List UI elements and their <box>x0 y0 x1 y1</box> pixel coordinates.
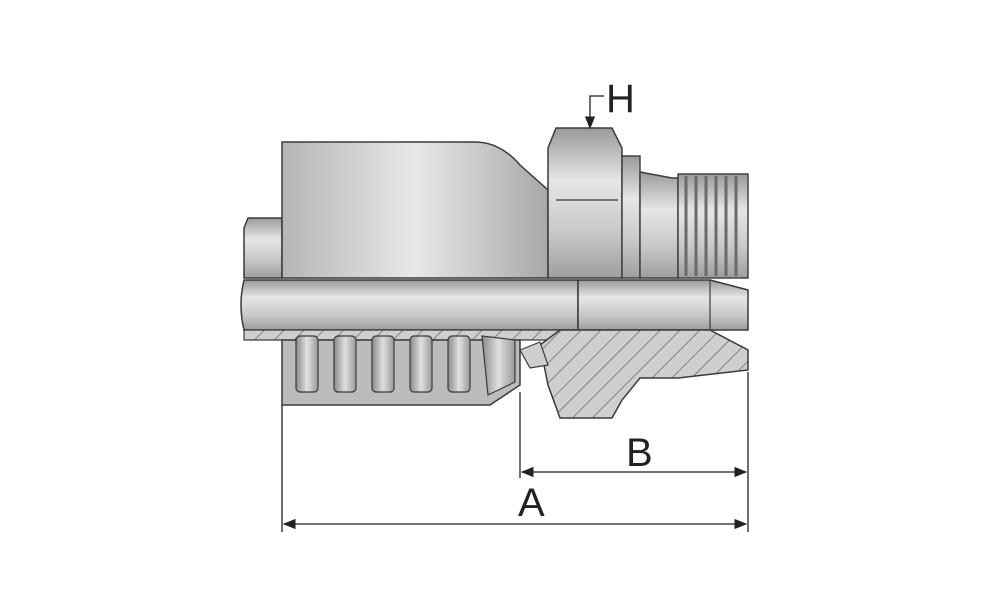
thread-neck <box>639 171 679 279</box>
dimension-label-h: H <box>606 77 635 121</box>
hex-collar <box>621 155 641 279</box>
insert-wall-section <box>243 329 561 341</box>
ferrule-ridges <box>295 335 516 396</box>
thread-ridges <box>684 176 738 276</box>
ferrule-sleeve <box>281 141 549 279</box>
nipple-body-section <box>539 329 749 419</box>
dimension-label-b: B <box>626 431 653 475</box>
dimension-lines <box>281 95 749 532</box>
dimension-label-a: A <box>518 481 545 525</box>
h-leader <box>584 95 604 130</box>
fitting-section-view <box>243 329 749 419</box>
insert-stub <box>243 217 283 279</box>
fitting-upper-view <box>243 127 749 279</box>
hex-nut <box>547 127 623 279</box>
bore-band <box>240 279 749 331</box>
